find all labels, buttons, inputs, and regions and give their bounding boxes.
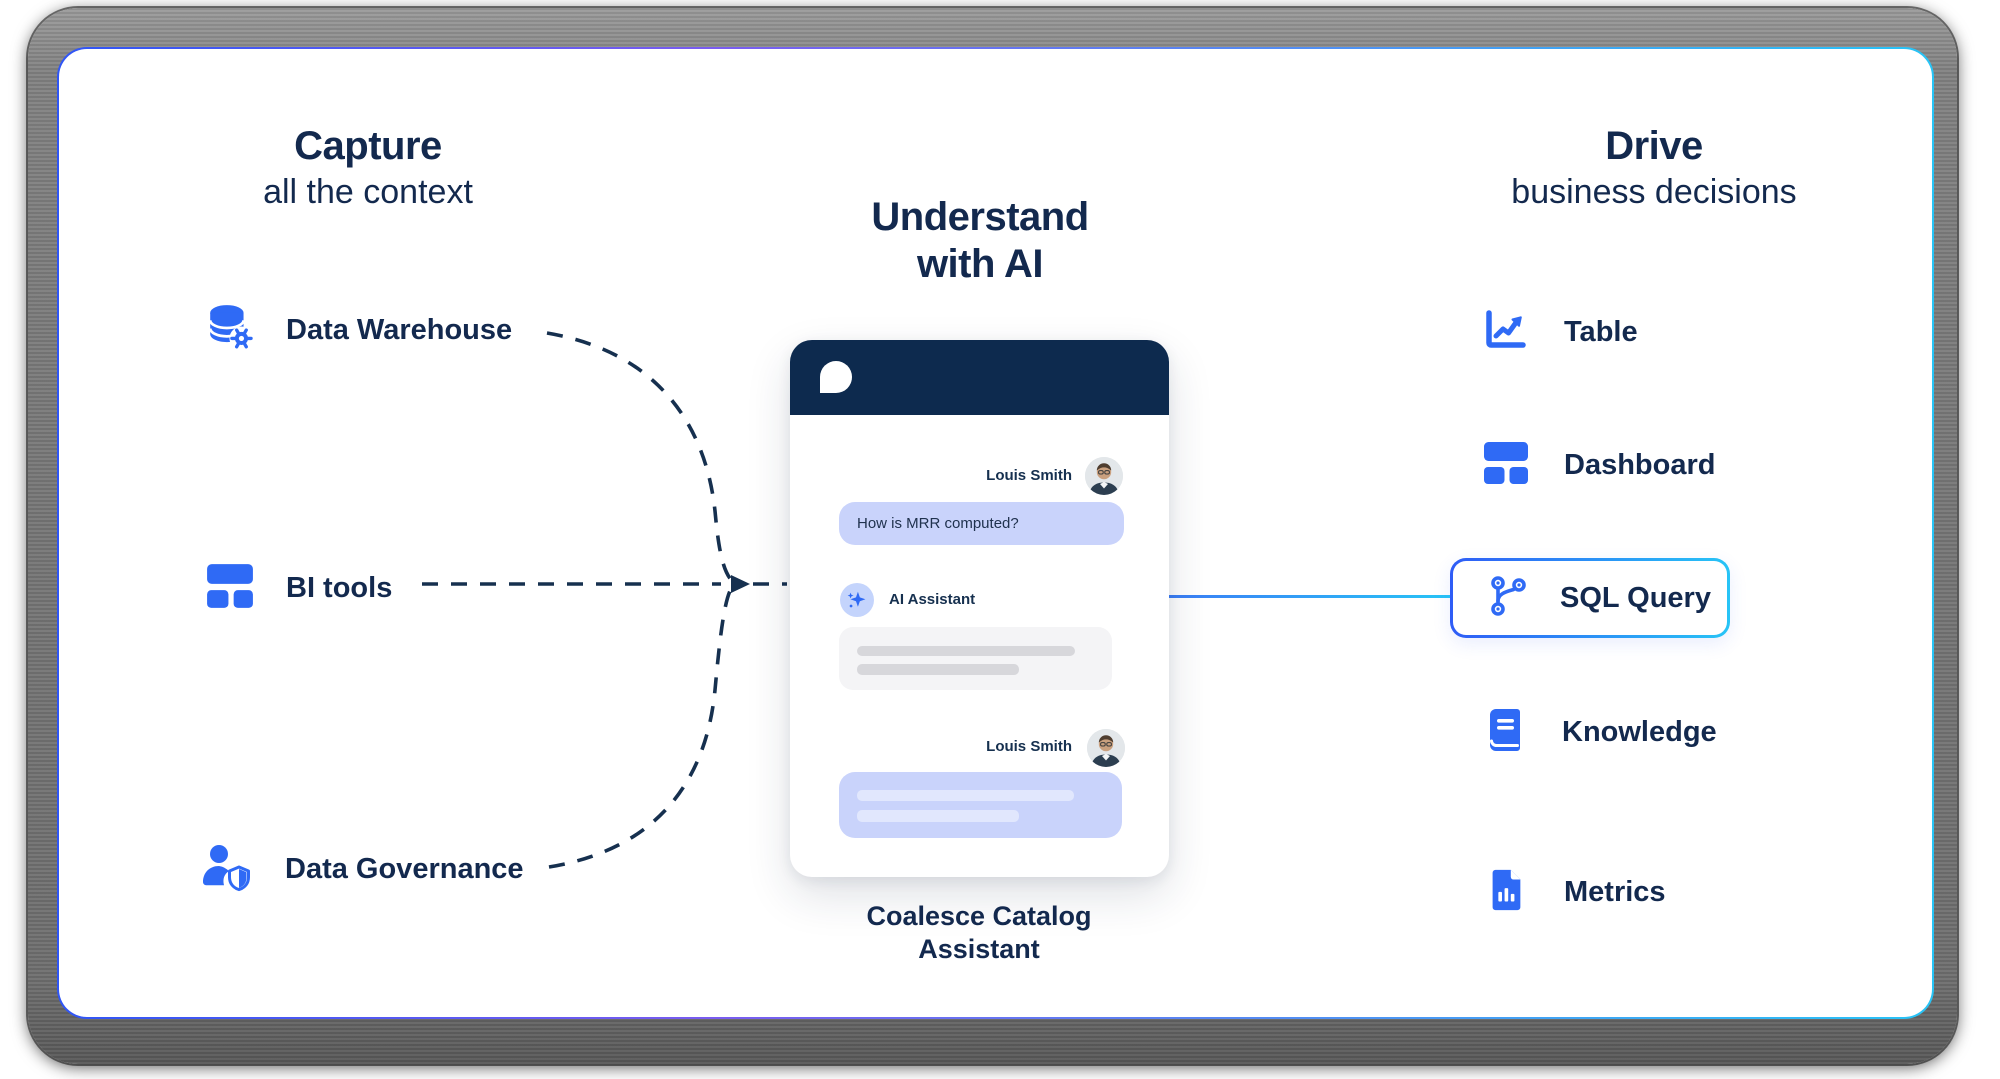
chat-header (790, 340, 1169, 415)
list-item-label: SQL Query (1560, 581, 1711, 614)
list-item-data-governance: Data Governance (200, 843, 524, 895)
understand-heading-line1: Understand (871, 195, 1089, 239)
list-item-label: Knowledge (1562, 715, 1717, 748)
list-item-data-warehouse: Data Warehouse (205, 303, 513, 358)
ai-sparkle-icon (840, 583, 874, 617)
assistant-caption-line2: Assistant (918, 934, 1040, 964)
list-item-dashboard: Dashboard (1482, 441, 1716, 488)
capture-heading-rest: all the context (263, 173, 473, 211)
list-item-label: BI tools (286, 571, 393, 604)
git-branch-icon (1486, 574, 1530, 623)
list-item-label: Data Warehouse (286, 313, 513, 346)
drive-heading-rest: business decisions (1511, 173, 1797, 211)
chart-line-icon (1482, 306, 1530, 359)
placeholder-line (857, 810, 1019, 822)
placeholder-line (857, 790, 1074, 801)
book-icon (1482, 707, 1528, 758)
assistant-message-placeholder (839, 627, 1112, 690)
user-message-placeholder-bubble (839, 772, 1122, 838)
grid-layout-icon (1482, 439, 1530, 492)
diagram-canvas: Capture all the context Data Warehouse (57, 47, 1934, 1019)
list-item-metrics: Metrics (1484, 869, 1666, 915)
avatar (1085, 457, 1123, 495)
list-item-label: Table (1564, 315, 1638, 348)
grid-layout-icon (205, 561, 255, 616)
list-item-label: Dashboard (1564, 448, 1716, 481)
list-item-table: Table (1482, 309, 1638, 355)
sql-query-highlight-box: SQL Query (1450, 558, 1730, 638)
dashed-curve-data-warehouse (546, 331, 735, 584)
placeholder-line (857, 664, 1019, 675)
dashed-curve-data-governance (548, 584, 735, 869)
assistant-to-sql-connector (1169, 595, 1450, 598)
drive-heading: Drive business decisions (1454, 123, 1854, 214)
doc-chart-icon (1484, 867, 1528, 918)
coalesce-droplet-logo (820, 361, 852, 393)
placeholder-line (857, 646, 1075, 656)
user-message-bubble: How is MRR computed? (839, 502, 1124, 545)
list-item-bi-tools: BI tools (205, 563, 392, 613)
list-item-label: Data Governance (285, 852, 524, 885)
user-shield-icon (200, 841, 254, 898)
chat-user-name: Louis Smith (986, 738, 1072, 755)
list-item-knowledge: Knowledge (1482, 707, 1717, 758)
user-message-text: How is MRR computed? (857, 515, 1019, 532)
assistant-caption: Coalesce Catalog Assistant (779, 900, 1179, 966)
understand-heading: Understand with AI (780, 194, 1180, 288)
capture-heading-bold: Capture (294, 124, 442, 168)
assistant-caption-line1: Coalesce Catalog (866, 901, 1092, 931)
database-gear-icon (205, 303, 255, 358)
arrowhead (731, 575, 750, 593)
capture-heading: Capture all the context (168, 123, 568, 214)
avatar (1087, 729, 1125, 767)
drive-heading-bold: Drive (1605, 124, 1703, 168)
chat-user-name: Louis Smith (986, 467, 1072, 484)
list-item-label: Metrics (1564, 875, 1666, 908)
assistant-name: AI Assistant (889, 591, 976, 608)
chat-assistant-window: Louis Smith How is MRR computed? (790, 340, 1169, 877)
understand-heading-line2: with AI (916, 242, 1044, 286)
